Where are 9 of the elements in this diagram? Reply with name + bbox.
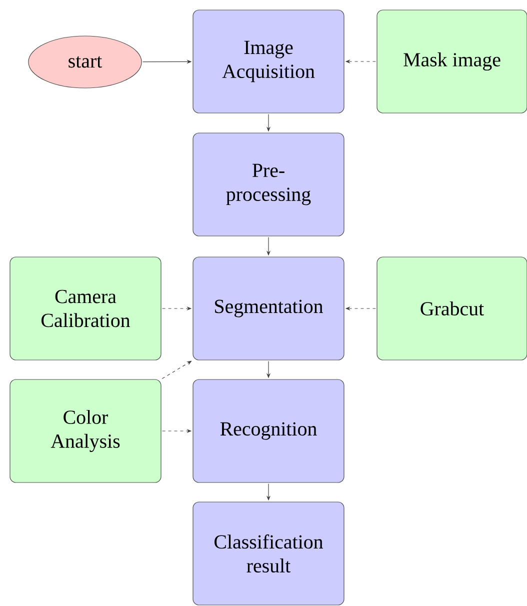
process-box: Recognition <box>192 379 344 483</box>
input-box: Grabcut <box>376 256 527 360</box>
process-box: Image Acquisition <box>192 10 344 114</box>
input-box: Camera Calibration <box>10 256 162 360</box>
input-box: Color Analysis <box>10 379 162 483</box>
process-box: Classification result <box>192 502 344 606</box>
process-box: Segmentation <box>192 256 344 360</box>
process-box: Pre-processing <box>192 132 344 236</box>
input-box: Mask image <box>376 10 527 114</box>
